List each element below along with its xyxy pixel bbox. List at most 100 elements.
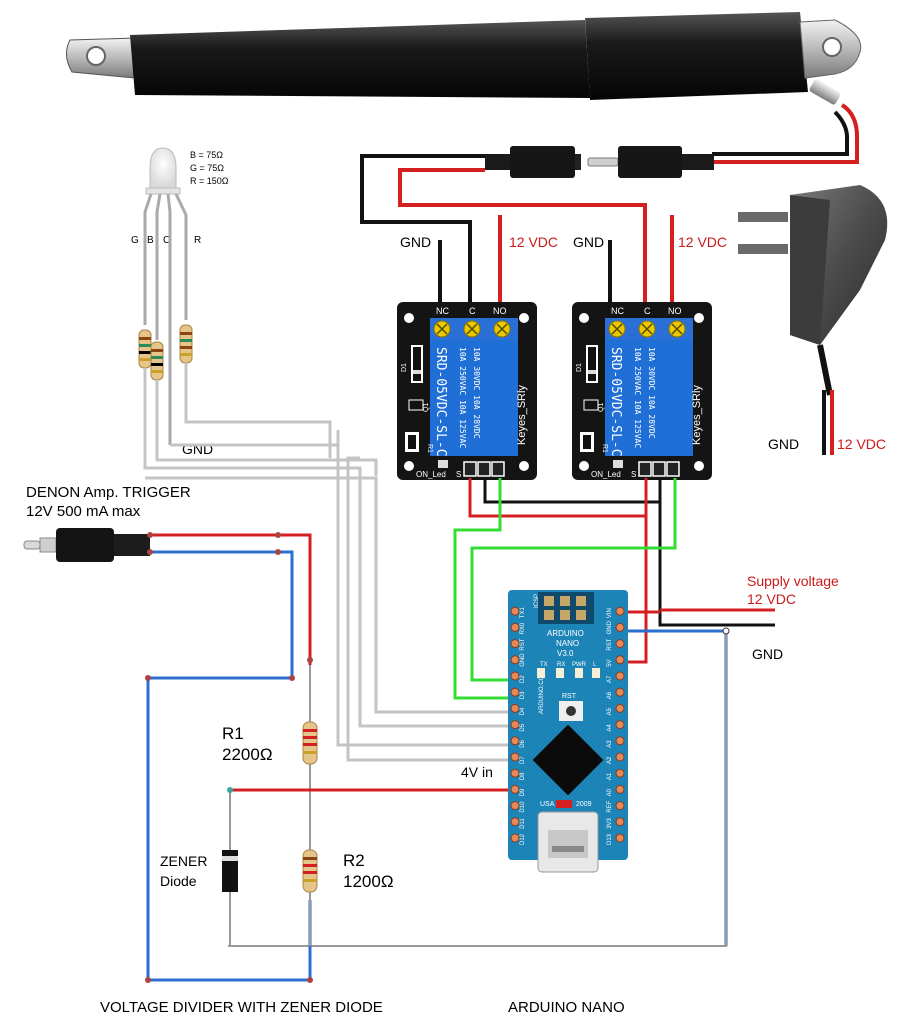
- right-pin-pad: [615, 655, 625, 665]
- left-pin-pad: [510, 833, 520, 843]
- left-pin-label: D8: [520, 772, 526, 780]
- right-pin-label: VIN: [607, 608, 613, 618]
- denon-title-1: DENON Amp. TRIGGER: [26, 484, 191, 501]
- left-pin-label: D4: [520, 707, 526, 715]
- left-pin-pad: [510, 622, 520, 632]
- relay2-ratings-1: 10A 250VAC 10A 125VAC: [633, 347, 642, 448]
- relay1-terminal-no: NO: [493, 306, 507, 316]
- relay2-brand: Keyes_SRly: [691, 385, 703, 445]
- left-pin-label: RST: [520, 638, 526, 650]
- led-leads: [143, 193, 188, 445]
- relay2-terminal-no: NO: [668, 306, 682, 316]
- led-pin-c: C: [163, 235, 170, 246]
- r2-value: 1200Ω: [343, 872, 394, 891]
- relay1-s-label: S: [456, 470, 461, 479]
- arduino-pwr-led: PWR: [572, 662, 587, 668]
- divider-wires: [145, 532, 515, 983]
- right-pin-pad: [615, 720, 625, 730]
- led-pin-g: G: [131, 235, 139, 246]
- right-pin-label: 3V3: [607, 817, 613, 828]
- arduino-name-3: V3.0: [557, 649, 574, 658]
- right-pin-label: A4: [607, 724, 613, 732]
- right-pin-label: REF: [607, 800, 613, 812]
- denon-jack-plug: [23, 528, 150, 562]
- arduino-rst-label: RST: [562, 693, 577, 700]
- right-pin-label: D13: [607, 833, 613, 845]
- arduino-icsp: ICSP: [534, 594, 540, 608]
- supply-gnd-wire: [228, 627, 730, 947]
- right-pin-label: A7: [607, 675, 613, 683]
- right-pin-pad: [615, 622, 625, 632]
- relay2-s-label: S: [631, 470, 636, 479]
- arduino-rx-led: RX: [557, 662, 565, 668]
- left-pin-label: D9: [520, 788, 526, 796]
- right-pin-pad: [615, 752, 625, 762]
- r1-resistor: [302, 721, 318, 765]
- right-pin-pad: [615, 671, 625, 681]
- power-adapter: [738, 185, 888, 455]
- right-pin-pad: [615, 736, 625, 746]
- left-pin-pad: [510, 639, 520, 649]
- relay1-vdc-label: 12 VDC: [509, 234, 558, 250]
- rgb-led: [145, 147, 181, 195]
- relay1-ratings-2: 10A 30VDC 10A 28VDC: [472, 347, 481, 439]
- arduino-pin-headers: D12D11D10D9D8D7D6D5D4D3D2GNDRSTRX0TX1D13…: [510, 606, 625, 845]
- adapter-gnd-label: GND: [768, 436, 799, 452]
- arduino-usa: USA: [540, 801, 555, 808]
- led-gnd-label: GND: [182, 441, 213, 457]
- zener-label-1: ZENER: [160, 853, 207, 869]
- right-pin-label: GND: [607, 620, 613, 634]
- relay2-model: SRD-05VDC-SL-C: [608, 347, 623, 457]
- relay2-r1-label: R1: [601, 444, 608, 453]
- led-resistor-g: G = 75Ω: [190, 163, 224, 173]
- r2-resistor: [302, 849, 318, 893]
- left-pin-pad: [510, 784, 520, 794]
- led-resistor-b: B = 75Ω: [190, 150, 223, 160]
- left-pin-pad: [510, 720, 520, 730]
- right-pin-label: 5V: [607, 659, 613, 666]
- right-pin-pad: [615, 606, 625, 616]
- relay1-ratings-1: 10A 250VAC 10A 125VAC: [458, 347, 467, 448]
- actuator-cable: [712, 103, 860, 164]
- left-pin-label: D10: [520, 801, 526, 813]
- relay1-model: SRD-05VDC-SL-C: [433, 347, 448, 457]
- supply-voltage-line2: 12 VDC: [747, 591, 796, 607]
- zener-diode: [222, 850, 238, 892]
- right-pin-pad: [615, 687, 625, 697]
- relay2-on-led: ON_Led: [591, 470, 621, 479]
- left-pin-pad: [510, 703, 520, 713]
- relay2-q1-label: Q1: [598, 403, 605, 412]
- left-pin-pad: [510, 736, 520, 746]
- right-pin-pad: [615, 768, 625, 778]
- arduino-name-2: NANO: [556, 639, 579, 648]
- arduino-l-led: L: [593, 662, 597, 668]
- zener-label-2: Diode: [160, 873, 197, 889]
- right-pin-label: A1: [607, 772, 613, 780]
- arduino-nano-board: ICSP ARDUINO NANO V3.0 TX RX PWR L ARDUI…: [508, 590, 628, 873]
- right-pin-pad: [615, 817, 625, 827]
- right-pin-pad: [615, 801, 625, 811]
- left-pin-pad: [510, 655, 520, 665]
- relay-module-2: NC C NO SRD-05VDC-SL-C 10A 250VAC 10A 12…: [572, 302, 712, 480]
- left-pin-pad: [510, 606, 520, 616]
- left-pin-pad: [510, 687, 520, 697]
- relay-feed-wires: [360, 154, 674, 305]
- relay2-terminal-nc: NC: [611, 306, 624, 316]
- arduino-side-text: ARDUINO.CC: [539, 675, 545, 714]
- relay2-d1-label: D1: [576, 363, 583, 372]
- relay2-terminal-c: C: [644, 306, 651, 316]
- left-pin-label: D6: [520, 739, 526, 747]
- left-pin-label: D3: [520, 691, 526, 699]
- right-pin-label: A2: [607, 756, 613, 764]
- left-pin-pad: [510, 768, 520, 778]
- left-pin-label: D7: [520, 756, 526, 764]
- relay1-d1-label: D1: [401, 363, 408, 372]
- barrel-connector-right: [587, 146, 714, 178]
- supply-voltage-line1: Supply voltage: [747, 573, 839, 589]
- arduino-name-1: ARDUINO: [547, 629, 584, 638]
- arduino-caption: ARDUINO NANO: [508, 999, 625, 1016]
- arduino-input-label: 4V in: [461, 764, 493, 780]
- led-pin-b: B: [147, 235, 154, 246]
- led-resistor-r: R = 150Ω: [190, 176, 229, 186]
